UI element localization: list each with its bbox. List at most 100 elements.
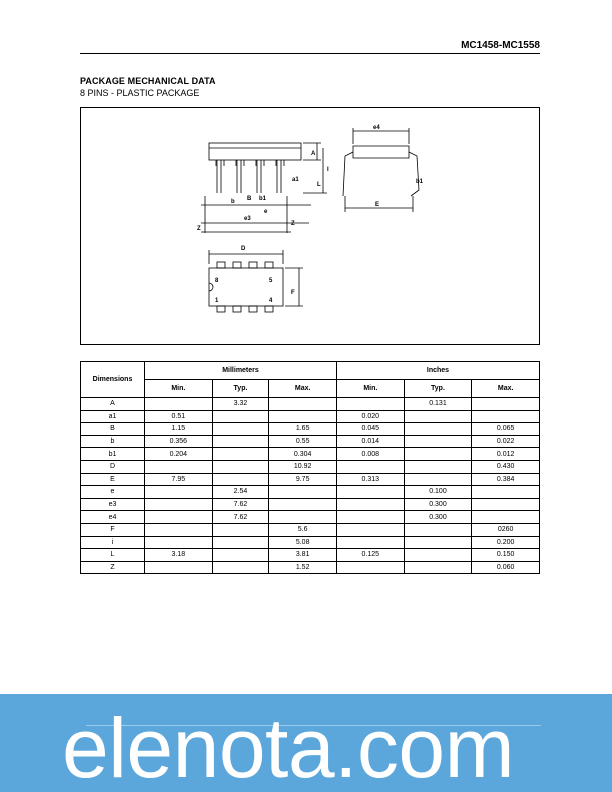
table-cell: 3.32	[211, 397, 270, 411]
table-cell: 0.014	[335, 434, 405, 449]
table-cell: 7.62	[211, 510, 270, 524]
table-cell	[403, 459, 473, 474]
dim-label-z-left: Z	[197, 226, 201, 232]
sub-header-in-typ: Typ.	[403, 379, 473, 398]
table-cell	[403, 434, 473, 449]
dimension-name-cell: B	[80, 422, 145, 436]
table-cell	[403, 447, 473, 461]
table-cell	[211, 459, 270, 474]
table-cell: 1.52	[268, 560, 337, 575]
table-cell: 0.150	[471, 548, 540, 562]
dimensions-header: Dimensions	[80, 361, 145, 398]
table-cell: 0.045	[335, 422, 405, 436]
table-cell	[471, 497, 540, 512]
table-cell: 0.304	[268, 447, 337, 461]
table-cell: 0.51	[144, 409, 213, 424]
table-cell	[403, 422, 473, 436]
pin-label-8: 8	[215, 278, 219, 284]
package-drawing: A I a1 L b B b1 e e3 Z Z D F e4 E b1 8 5…	[80, 107, 540, 345]
header-divider	[80, 53, 540, 54]
sub-header-mm-max: Max.	[268, 379, 337, 398]
dimension-name-cell: A	[80, 397, 145, 411]
pin-label-5: 5	[269, 278, 273, 284]
table-cell	[144, 560, 213, 575]
table-cell: 0.200	[471, 535, 540, 550]
table-cell	[211, 535, 270, 550]
pin-label-1: 1	[215, 298, 219, 304]
table-cell	[471, 397, 540, 411]
table-cell	[144, 485, 213, 499]
table-cell	[144, 535, 213, 550]
dim-label-e3: e3	[244, 216, 251, 222]
table-cell	[335, 560, 405, 575]
dim-label-i: I	[327, 167, 329, 173]
table-cell	[211, 434, 270, 449]
dim-label-b-small: b	[231, 199, 235, 205]
table-cell	[335, 510, 405, 524]
table-cell: 0.300	[403, 510, 473, 524]
table-cell: 0.060	[471, 560, 540, 575]
table-cell: 0.313	[335, 472, 405, 487]
dim-label-f: F	[291, 290, 295, 296]
table-cell	[403, 522, 473, 537]
table-cell	[268, 510, 337, 524]
table-cell	[335, 397, 405, 411]
dim-label-a: A	[311, 151, 316, 157]
table-cell	[403, 548, 473, 562]
sub-header-mm-typ: Typ.	[211, 379, 270, 398]
dim-label-z-right: Z	[291, 221, 295, 227]
dimension-name-cell: b1	[80, 447, 145, 461]
table-cell: 0.125	[335, 548, 405, 562]
footer-divider	[86, 725, 541, 726]
table-cell: 0.012	[471, 447, 540, 461]
dimension-name-cell: E	[80, 472, 145, 487]
footer-band	[0, 694, 612, 792]
section-subtitle: 8 PINS - PLASTIC PACKAGE	[80, 88, 200, 98]
dimension-name-cell: Z	[80, 560, 145, 575]
table-cell: 0.100	[403, 485, 473, 499]
table-cell	[144, 522, 213, 537]
table-cell	[335, 535, 405, 550]
table-cell: 7.95	[144, 472, 213, 487]
package-drawing-svg: A I a1 L b B b1 e e3 Z Z D F e4 E b1 8 5…	[197, 125, 424, 313]
table-cell: 3.18	[144, 548, 213, 562]
table-cell: 7.62	[211, 497, 270, 512]
dimension-name-cell: F	[80, 522, 145, 537]
table-cell	[144, 459, 213, 474]
table-cell: 9.75	[268, 472, 337, 487]
table-cell	[403, 472, 473, 487]
table-cell: 0.204	[144, 447, 213, 461]
table-cell	[335, 485, 405, 499]
table-cell	[471, 485, 540, 499]
pin-label-4: 4	[269, 298, 273, 304]
table-cell	[211, 422, 270, 436]
table-row: Z 1.52 0.060	[80, 560, 540, 575]
table-cell	[403, 535, 473, 550]
table-row: A 3.32 0.131	[80, 397, 540, 411]
dim-label-l: L	[317, 182, 321, 188]
table-cell: 0.131	[403, 397, 473, 411]
table-cell: 0.022	[471, 434, 540, 449]
table-cell: 5.6	[268, 522, 337, 537]
table-cell	[335, 459, 405, 474]
table-cell	[211, 548, 270, 562]
table-cell	[268, 497, 337, 512]
table-cell	[403, 560, 473, 575]
dimension-name-cell: L	[80, 548, 145, 562]
dim-label-e-width: E	[375, 202, 379, 208]
table-cell	[268, 409, 337, 424]
table-cell	[268, 397, 337, 411]
table-cell	[268, 485, 337, 499]
table-cell	[471, 409, 540, 424]
dimension-name-cell: a1	[80, 409, 145, 424]
dimension-name-cell: e3	[80, 497, 145, 512]
table-cell	[471, 510, 540, 524]
section-title: PACKAGE MECHANICAL DATA	[80, 76, 216, 86]
